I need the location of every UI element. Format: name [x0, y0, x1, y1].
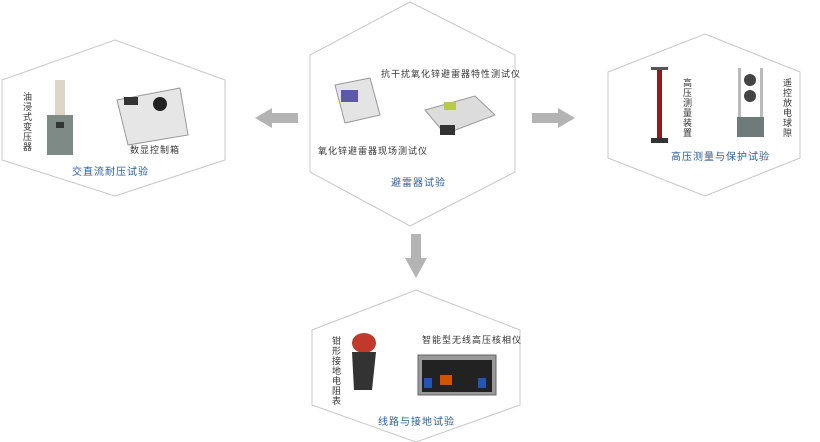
- arrow-left: [255, 108, 298, 128]
- arrow-down: [405, 234, 427, 278]
- anti-interference-tester-image: [424, 95, 496, 135]
- hv-measure-image: [651, 67, 668, 143]
- zno-tester-image: [334, 77, 381, 124]
- phase-checker-case-image: [417, 354, 497, 396]
- right-device1-label: 高压测量装置: [681, 78, 691, 138]
- right-device2-label: 遥控放电球隙: [781, 78, 791, 138]
- bottom-device1-label: 钳形接地电阻表: [330, 336, 340, 406]
- clamp-meter-image: [352, 333, 376, 390]
- center-hexagon: [309, 1, 516, 227]
- discharge-gap-image: [737, 68, 764, 137]
- center-device1-label: 抗干扰氧化锌避雷器特性测试仪: [381, 70, 522, 80]
- right-hexagon: [607, 33, 801, 197]
- bottom-device2-label: 智能型无线高压核相仪: [422, 336, 523, 346]
- bottom-title: 线路与接地试验: [378, 417, 455, 428]
- right-title: 高压测量与保护试验: [671, 152, 770, 163]
- left-title: 交直流耐压试验: [72, 167, 149, 178]
- left-device2-label: 数显控制箱: [130, 146, 181, 156]
- center-title: 避雷器试验: [391, 178, 446, 189]
- left-device1-label: 油浸式变压器: [21, 92, 31, 152]
- control-box-image: [116, 87, 189, 146]
- transformer-image: [47, 80, 73, 155]
- left-hexagon: [1, 39, 226, 197]
- center-device2-label: 氧化锌避雷器现场测试仪: [318, 147, 429, 157]
- bottom-hexagon: [311, 289, 521, 442]
- arrow-right: [532, 108, 575, 128]
